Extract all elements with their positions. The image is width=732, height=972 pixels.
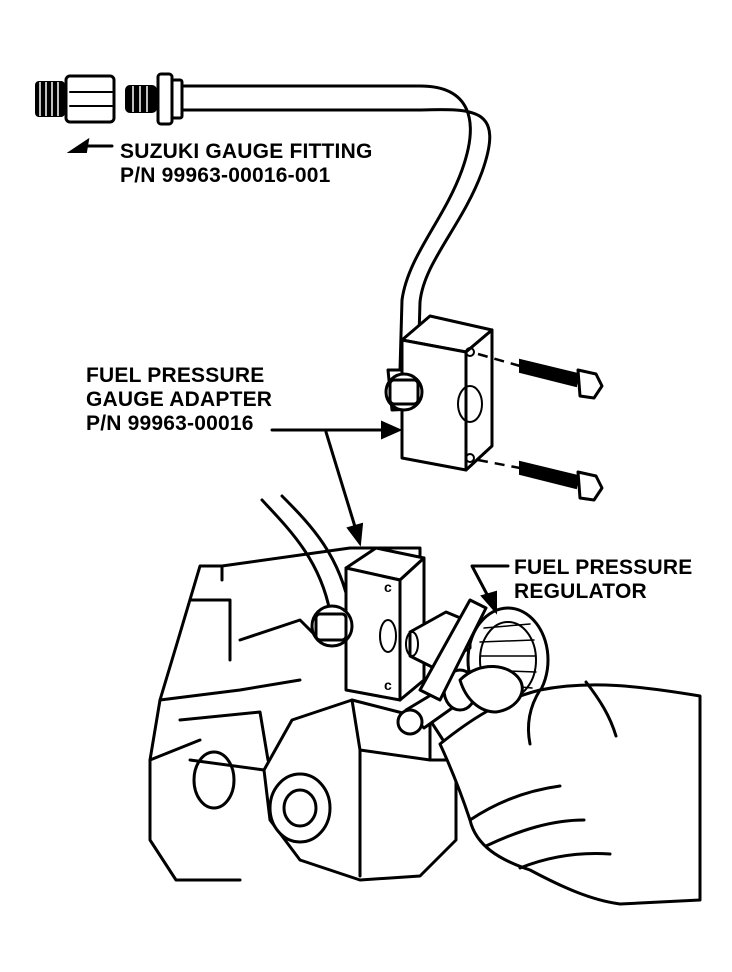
adapter-label: FUEL PRESSURE GAUGE ADAPTER P/N 99963-00… [86,364,272,436]
regulator-arrow [470,564,510,615]
adapter-label-line1: FUEL PRESSURE [86,364,265,387]
gauge-fitting-label-line2: P/N 99963-00016-001 [120,164,331,187]
engine-assembly: c c [148,494,702,906]
regulator-label-line2: REGULATOR [514,580,647,603]
gauge-fitting-label: SUZUKI GAUGE FITTING P/N 99963-00016-001 [120,140,373,188]
adapter-arrows [270,420,403,547]
regulator-label-line1: FUEL PRESSURE [514,556,693,579]
gauge-fitting-arrow [66,137,114,153]
adapter-block-upper [384,314,604,502]
adapter-label-line2: GAUGE ADAPTER [86,388,273,411]
svg-text:c: c [384,677,392,693]
adapter-label-line3: P/N 99963-00016 [86,412,254,435]
svg-text:c: c [384,579,392,595]
regulator-label: FUEL PRESSURE REGULATOR [514,556,692,604]
gauge-fitting-label-line1: SUZUKI GAUGE FITTING [120,140,373,163]
